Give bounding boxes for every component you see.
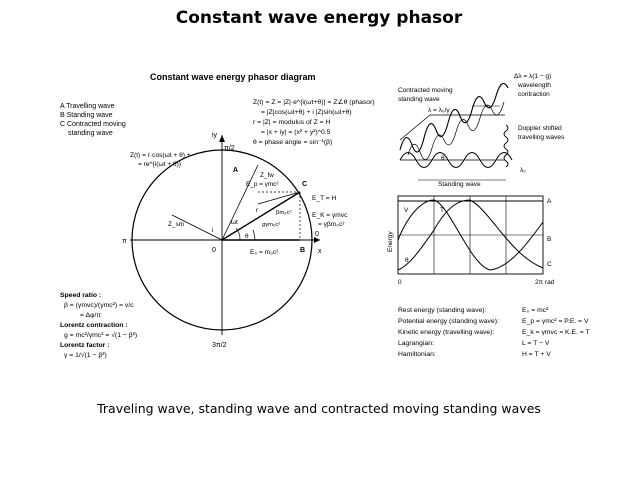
tr-lambda-eq: λ = λ₀/γ: [428, 107, 450, 114]
energy-row-2-value: E_p = γmc² = P.E. = V: [522, 318, 589, 325]
energy-row-1-name: Rest energy (standing wave):: [398, 307, 487, 314]
iy-axis-arrow: [219, 135, 225, 142]
slide-title: Constant wave energy phasor: [175, 8, 463, 28]
label-three-pi-half: 3π/2: [212, 342, 227, 349]
label-b: B: [300, 247, 305, 254]
energy-curve-t: [397, 199, 544, 271]
label-r: r: [256, 207, 259, 214]
energy-curve-v: [397, 199, 544, 271]
label-ek-2: = γβm₀c²: [318, 221, 345, 228]
energy-row-1-value: E₀ = mc²: [522, 307, 549, 314]
energy-origin: 0: [398, 279, 402, 286]
label-et: E_T = H: [312, 195, 336, 202]
slide-caption: Traveling wave, standing wave and contra…: [97, 401, 541, 416]
label-beta-m0c2: βm₀c²: [276, 210, 291, 216]
legend-a: A Travelling wave: [60, 103, 115, 110]
energy-c: C: [547, 261, 552, 268]
energy-ylabel: Energy: [387, 231, 394, 252]
omega-t-arc: [235, 227, 241, 241]
tr-doppler-wave: [407, 101, 505, 160]
label-zsm: Z_sm: [168, 221, 184, 228]
equation-2: = |Z|cos(ωt+θ) + i |Z|sin(ωt+θ): [261, 109, 352, 116]
label-zt-2: = re^{i(ωt + θ)}: [138, 161, 182, 168]
label-iy: iy: [212, 132, 218, 139]
label-ep: E_p = γmc²: [246, 181, 279, 188]
tr-delta-1: Δλ = λ(1 − g): [514, 73, 551, 80]
label-omega-t: ωt: [231, 219, 238, 226]
speed-1: Speed ratio :: [60, 292, 101, 299]
label-zt-1: Z(t) = r·cos(ωt + θ) +: [130, 152, 191, 159]
label-ek-1: E_K = γmvc: [312, 212, 348, 219]
vector-a: [221, 164, 259, 241]
legend-b: B Standing wave: [60, 112, 113, 119]
tr-lambda0: λ₀: [520, 167, 526, 174]
x-axis-arrow: [314, 237, 320, 243]
legend-c-cont: standing wave: [68, 130, 113, 137]
theta-arc: [252, 229, 256, 241]
vector-z-fw: [257, 191, 301, 205]
tr-doppler-2: travelling waves: [518, 134, 565, 141]
label-theta-circle: θ: [245, 233, 249, 240]
speed-4: Lorentz contraction :: [60, 322, 128, 329]
label-g-gamma: gγm₀c²: [262, 222, 280, 228]
tr-delta-3: contraction: [518, 91, 550, 98]
energy-theta: θ: [405, 257, 409, 264]
speed-7: γ = 1/√(1 − β²): [64, 351, 107, 359]
energy-row-4-name: Lagrangian:: [398, 340, 434, 347]
energy-row-4-value: L = T − V: [522, 340, 550, 347]
equation-3: r = |Z| = modulus of Z = H: [253, 119, 330, 126]
energy-b: B: [547, 236, 551, 243]
energy-x-end: 2π rad: [535, 279, 555, 286]
speed-3: = Δφ/π: [80, 312, 101, 319]
equation-4: = |x + iy| = (x² + y²)^0.5: [261, 129, 331, 136]
tr-spring: [503, 124, 509, 168]
label-zfw: Z_fw: [260, 172, 274, 179]
figure-heading: Constant wave energy phasor diagram: [150, 72, 316, 82]
equation-1: Z(t) = Z = |Z|·e^{i(ωt+θ)} = Z∠θ (phasor…: [253, 98, 375, 106]
label-pi: π: [122, 238, 127, 245]
energy-row-5-name: Hamiltonian:: [398, 351, 436, 358]
energy-a: A: [547, 198, 552, 205]
vector-zsm: [171, 214, 223, 241]
label-zero-center: 0: [212, 247, 216, 254]
label-a: A: [233, 167, 238, 174]
tr-standing: Standing wave: [438, 181, 481, 188]
energy-v: V: [404, 207, 409, 214]
tr-label-1: Contracted moving: [398, 87, 453, 94]
speed-6: Lorentz factor :: [60, 342, 109, 349]
tr-wave-box: [399, 114, 505, 161]
energy-row-3-value: E_k = γmvc = K.E. = T: [522, 329, 590, 336]
energy-t: T: [440, 207, 444, 214]
tr-doppler-1: Doppler shifted: [518, 125, 562, 132]
label-i: i: [212, 227, 213, 234]
label-e0: E₀ = m₀c²: [250, 249, 279, 256]
energy-row-3-name: Kinetic energy (travelling wave):: [398, 329, 494, 336]
label-pi-half: π/2: [224, 145, 235, 152]
energy-row-2-name: Potential energy (standing wave):: [398, 318, 499, 325]
tr-label-2: standing wave: [398, 96, 440, 103]
label-c: C: [302, 181, 307, 188]
label-x: x: [318, 248, 322, 255]
equation-5: θ = phase angle = sin⁻¹(β): [253, 139, 332, 146]
phasor-vector-c: [221, 191, 301, 241]
label-zero-right: 0: [315, 231, 319, 238]
energy-row-5-value: H = T + V: [522, 351, 551, 358]
speed-5: g = mc²/γmc² = √(1 − β²): [64, 331, 137, 339]
tr-delta-2: wavelength: [517, 82, 551, 89]
tr-contracted-wave: [399, 82, 509, 153]
legend-c: C Contracted moving: [60, 121, 126, 128]
tr-theta: θ: [441, 155, 445, 162]
speed-2: β = (γmvc)/(γmc²) = v/c: [64, 302, 134, 309]
tr-standing-wave: [399, 152, 513, 168]
